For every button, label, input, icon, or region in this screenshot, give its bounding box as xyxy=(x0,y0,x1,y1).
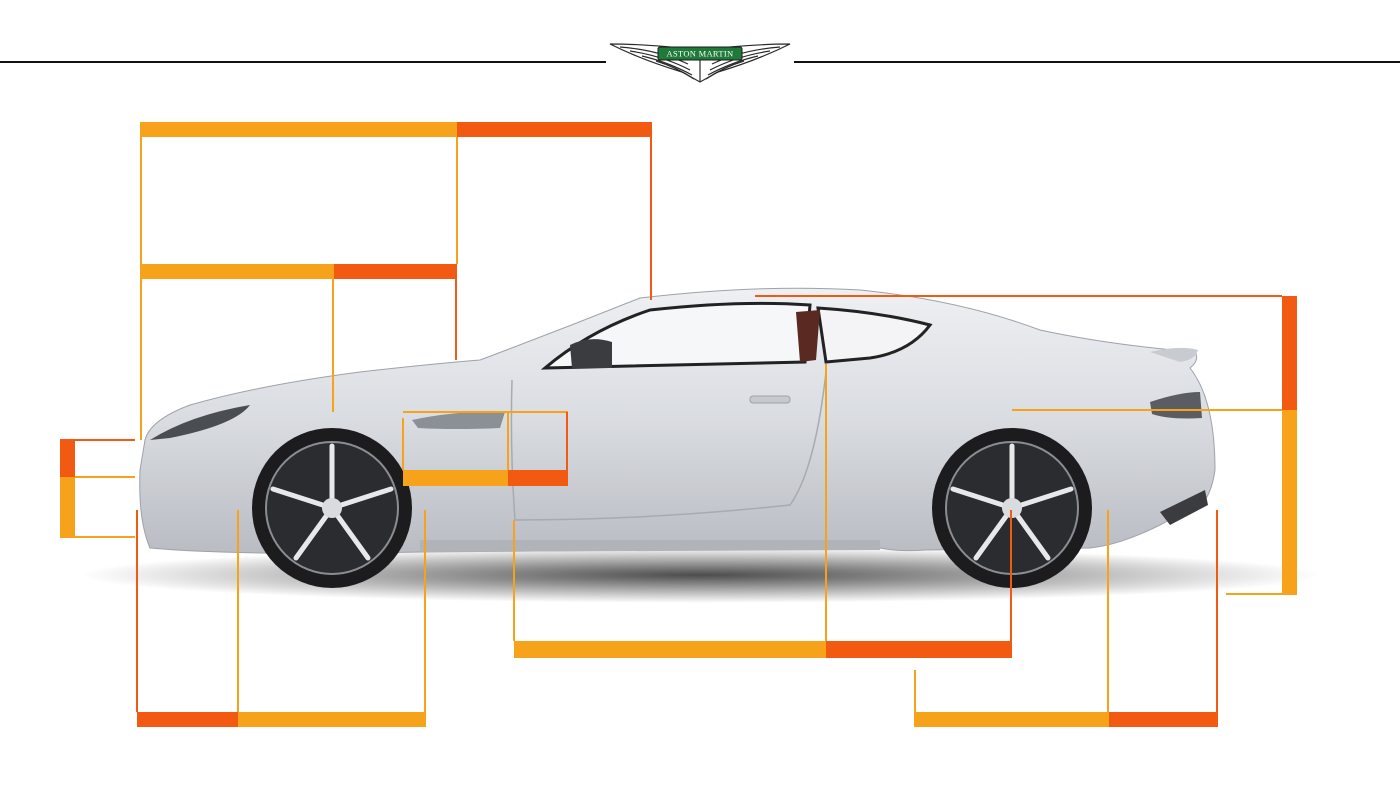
car-shadow xyxy=(80,547,1320,603)
header-rule-left xyxy=(0,61,606,63)
header-rule-right xyxy=(794,61,1400,63)
brand-wordmark: ASTON MARTIN xyxy=(667,49,734,59)
rear-wheel xyxy=(932,428,1092,588)
winged-badge-icon: ASTON MARTIN xyxy=(609,43,791,83)
proportion-grid xyxy=(60,122,1297,727)
front-wheel xyxy=(252,428,412,588)
